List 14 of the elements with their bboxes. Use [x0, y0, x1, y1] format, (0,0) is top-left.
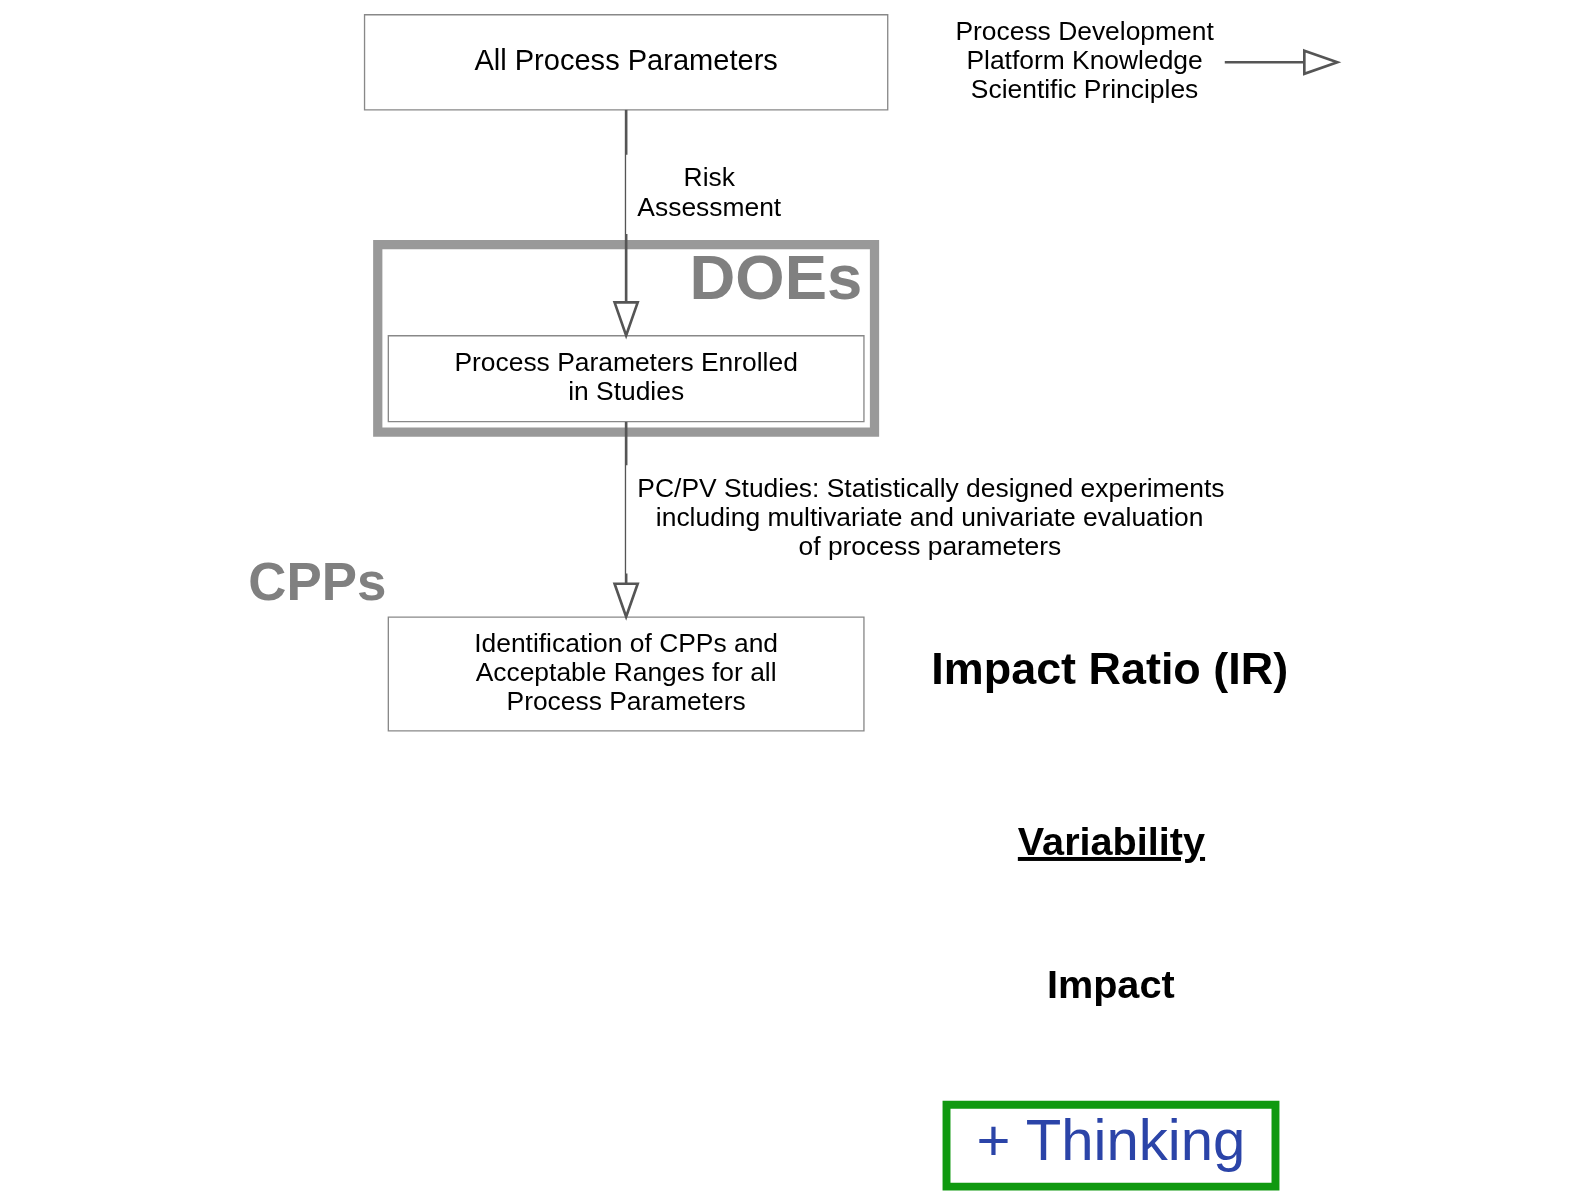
node-box: Identification of CPPs and Acceptable Ranges for all Process Parameters: [387, 616, 865, 732]
node-box: Process Parameters Enrolled in Studies: [387, 335, 865, 423]
label: Variability: [1017, 818, 1205, 863]
node-box: + Thinking: [942, 1100, 1279, 1191]
node-text: Process Development Platform Knowledge Scientific Principles: [954, 15, 1214, 104]
node-label: CPPs: [247, 552, 386, 611]
edge-label: PC/PV Studies: Statistically designed experiments including multivariate and univariate evaluation of process parameters: [636, 472, 1224, 562]
arrow: [1224, 48, 1341, 76]
label: Impact: [1046, 961, 1175, 1006]
arrow: [612, 421, 640, 621]
node-box: All Process Parameters: [363, 14, 888, 111]
edge-label: Risk Assessment: [636, 162, 781, 222]
arrow: [612, 109, 640, 340]
label: Impact Ratio (IR): [930, 643, 1288, 695]
